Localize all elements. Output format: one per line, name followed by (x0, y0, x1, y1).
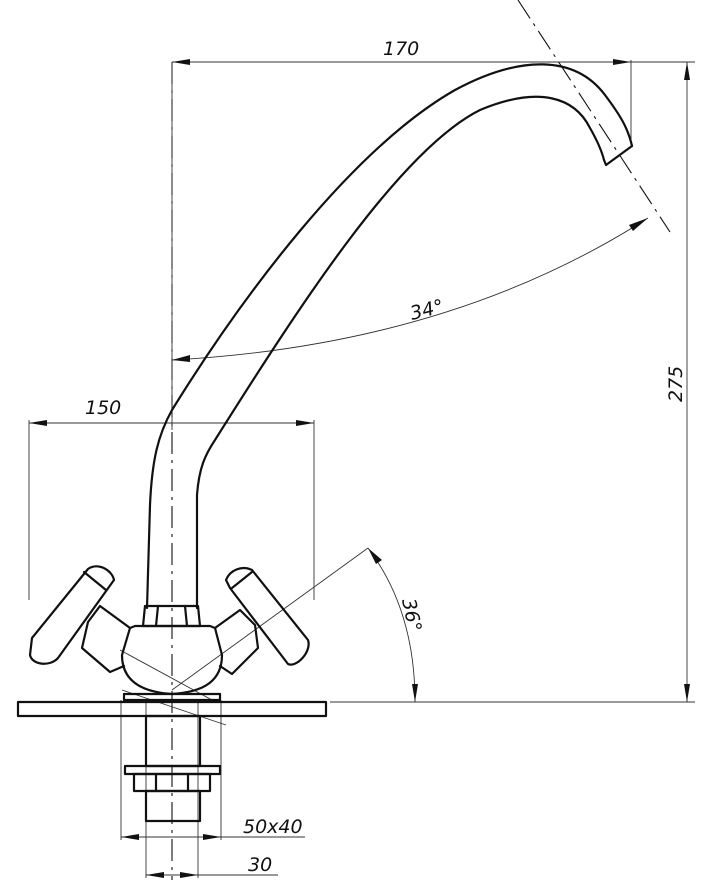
handle-angle-arrow-top (368, 548, 382, 564)
handle-angle-arc (367, 547, 416, 703)
right-handle (224, 566, 310, 666)
centerlines (171, 0, 671, 880)
handle-span-label: 150 (85, 397, 121, 419)
left-handle (28, 565, 116, 665)
spout-inner-edge (195, 95, 606, 610)
spout-tip-axis-centerline (517, 0, 671, 233)
lower-shank (144, 789, 202, 823)
height-label: 275 (665, 366, 687, 402)
dimension-lines (29, 59, 690, 878)
height-arrow-top (684, 62, 690, 80)
handle-angle-arrow-bottom (412, 684, 418, 702)
height-arrow-bottom (684, 684, 690, 702)
spout-outer-edge (145, 63, 634, 610)
spout-angle-arrow-right (629, 218, 648, 231)
left-valve-neck (80, 604, 132, 674)
reach-label: 170 (383, 38, 419, 60)
spout-angle-label: 34° (408, 295, 446, 324)
handle-angle-label: 36° (397, 596, 426, 634)
faucet-outline (16, 63, 634, 823)
right-valve-neck (213, 608, 260, 676)
handle-span-arrow-left (29, 420, 47, 426)
spout-angle-arc (171, 217, 649, 361)
dimension-labels: 170 150 275 34° 36° 50x40 30 (85, 38, 687, 876)
thread-size-label: 50x40 (243, 816, 303, 838)
spout-angle-arrow-left (172, 355, 190, 362)
handle-span-arrow-right (296, 420, 314, 426)
shank-diameter-label: 30 (248, 854, 272, 876)
spout-tip (602, 144, 634, 167)
extension-lines (28, 60, 695, 878)
reach-arrow-right (613, 59, 631, 65)
shank (144, 714, 202, 768)
reach-arrow-left (172, 59, 190, 65)
